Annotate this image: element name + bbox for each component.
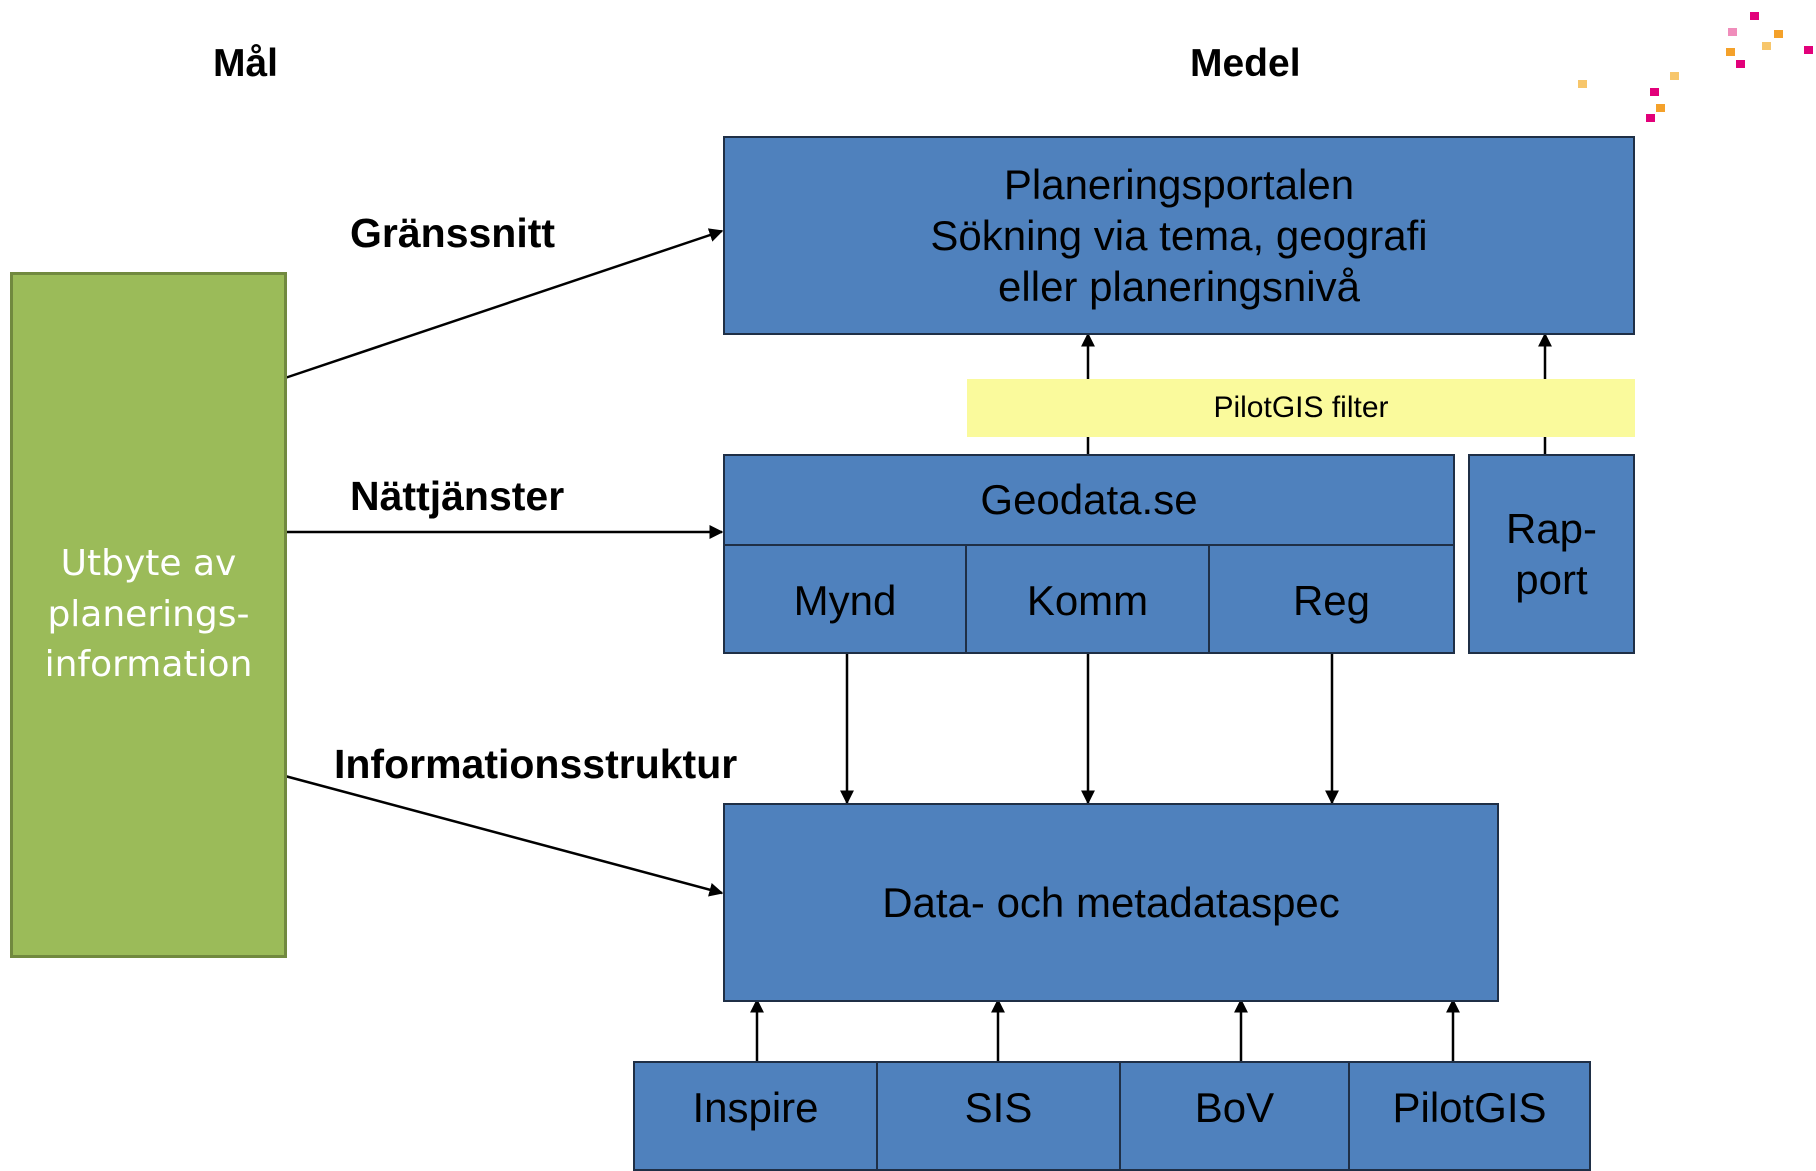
logo-dot: [1804, 46, 1813, 54]
logo-dot: [1670, 72, 1679, 80]
geodata-cell-mynd: Mynd: [725, 546, 967, 652]
logo-dot: [1650, 88, 1659, 96]
source-inspire: Inspire: [635, 1063, 878, 1169]
layer-label-interface: Gränssnitt: [350, 210, 556, 256]
geodata-box: Geodata.se Mynd Komm Reg: [723, 454, 1455, 654]
portal-box: Planeringsportalen Sökning via tema, geo…: [723, 136, 1635, 335]
source-bov: BoV: [1121, 1063, 1350, 1169]
layer-label-structure: Informationsstruktur: [334, 741, 738, 787]
goal-box-line-2: planerings-: [47, 593, 250, 635]
arrow-goal-to-spec: [284, 774, 724, 897]
rapport-box: Rap- port: [1468, 454, 1635, 654]
logo-dot: [1578, 80, 1587, 88]
goal-box-line-1: Utbyte av: [60, 543, 237, 585]
portal-line-3: eller planeringsnivå: [998, 263, 1360, 311]
logo-dot: [1728, 28, 1737, 36]
geodata-title: Geodata.se: [723, 454, 1455, 546]
header-goal: Mål: [213, 42, 279, 85]
logo-dot: [1646, 114, 1655, 122]
rapport-line-2: port: [1515, 556, 1588, 603]
arrow-goal-to-portal: [284, 228, 724, 380]
goal-box: Utbyte av planerings- information: [10, 272, 287, 958]
layer-label-services: Nättjänster: [350, 473, 565, 519]
pilotgis-filter-band: PilotGIS filter: [967, 379, 1635, 437]
goal-box-line-3: information: [44, 644, 253, 686]
geodata-cell-row: Mynd Komm Reg: [723, 544, 1455, 654]
source-row: Inspire SIS BoV PilotGIS: [633, 1061, 1591, 1171]
geodata-cell-reg: Reg: [1292, 577, 1371, 625]
logo-dot: [1774, 30, 1783, 38]
logo-dot: [1736, 60, 1745, 68]
portal-title: Planeringsportalen: [1003, 160, 1355, 208]
logo-dot: [1656, 104, 1665, 112]
portal-line-2: Sökning via tema, geografi: [930, 211, 1428, 259]
logo-dots-icon: [0, 0, 1816, 140]
source-sis: SIS: [878, 1063, 1121, 1169]
rapport-line-1: Rap-: [1505, 504, 1598, 552]
logo-dot: [1762, 42, 1771, 50]
logo-dot: [1726, 48, 1735, 56]
geodata-cell-komm: Komm: [967, 546, 1210, 652]
source-pilotgis: PilotGIS: [1392, 1084, 1547, 1132]
logo-dot: [1750, 12, 1759, 20]
metadata-spec-box: Data- och metadataspec: [723, 803, 1499, 1002]
header-means: Medel: [1190, 42, 1301, 85]
